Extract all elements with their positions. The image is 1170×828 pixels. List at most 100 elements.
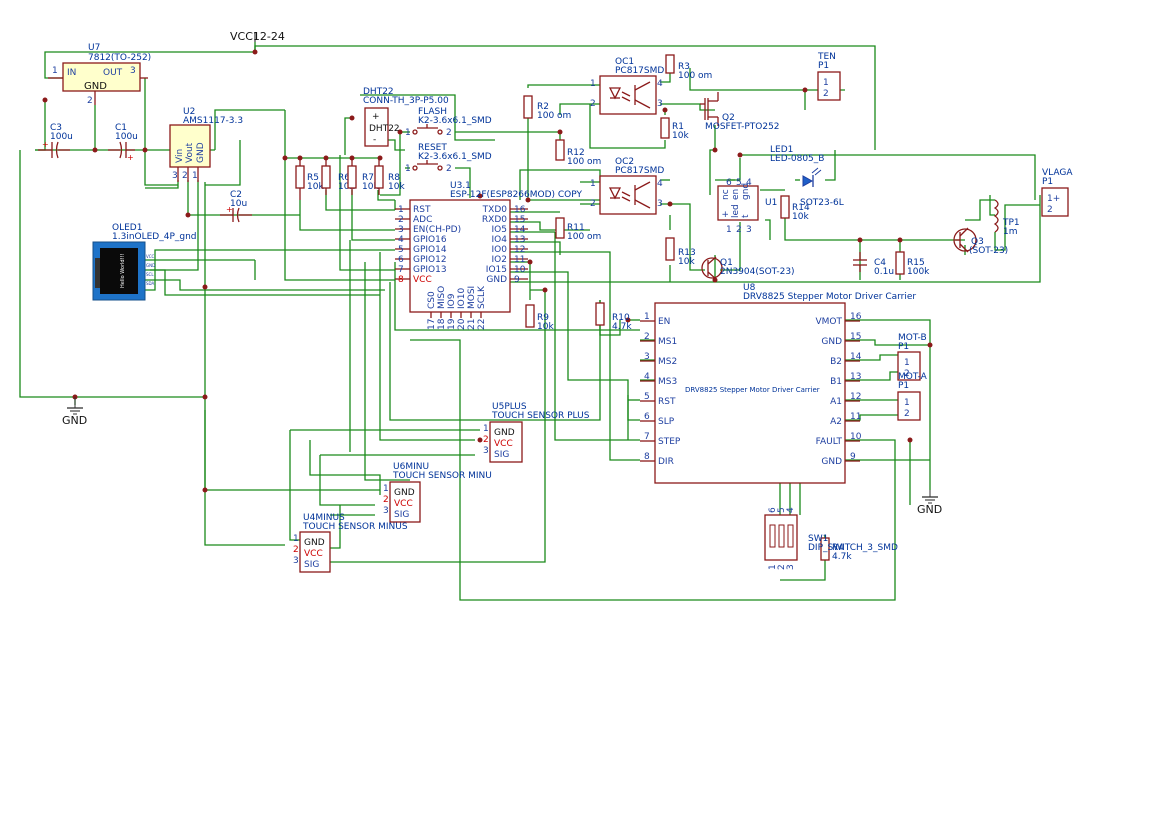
wires (19, 42, 1041, 601)
r15-ref: R15 (907, 258, 925, 268)
r10-value: 4.7k (612, 322, 632, 332)
esp-bottom-pin-num: 17 (427, 319, 437, 330)
u1-pin-num: 1 (726, 225, 732, 235)
r1-value: 10k (672, 131, 689, 141)
drv-left-pin-num: 8 (644, 452, 650, 462)
u4-num-1: 1 (293, 534, 299, 544)
mota-pin1: 1 (904, 398, 910, 408)
reset-pin2: 2 (446, 164, 452, 174)
r1-ref: R1 (672, 122, 684, 132)
tp1-value: 1m (1003, 227, 1018, 237)
esp-right-pin-label: TXD0 (482, 205, 508, 215)
led1: LED1 LED-0805_B (770, 145, 824, 187)
drv-left-pin-num: 7 (644, 432, 650, 442)
u2-pin2: 2 (182, 171, 188, 181)
u1-pin-num: 4 (746, 178, 752, 188)
u1-pin-label: en (731, 189, 741, 200)
r3-value: 100 om (678, 71, 712, 81)
sw1-top-6: 6 (768, 507, 778, 513)
u7-pin2: 2 (87, 96, 93, 106)
esp-bottom-pin-label: CS0 (427, 291, 437, 309)
q3-ref: Q3 (971, 237, 984, 247)
optocoupler-oc1: OC1 PC817SMD 1 2 4 3 (590, 57, 664, 115)
r13-ref: R13 (678, 248, 696, 258)
esp-bottom-pin-label: MOSI (467, 286, 477, 309)
ten-pin2: 2 (823, 89, 829, 99)
u1-pin-label: nc (721, 189, 731, 200)
u5-pin-sig: SIG (494, 450, 509, 460)
led1-value: LED-0805_B (770, 154, 824, 164)
vlaga-pin1: 1+ (1047, 194, 1060, 204)
junctions (42, 49, 933, 493)
esp-bottom-pin-label: SCLK (477, 285, 487, 309)
gnd-label-right: GND (917, 503, 942, 516)
esp-right-pin-num: 15 (514, 215, 525, 225)
r3-ref: R3 (678, 62, 690, 72)
power-labels: VCC12-24 GND GND (62, 30, 942, 516)
u8-value: DRV8825 Stepper Motor Driver Carrier (743, 292, 916, 302)
sw1-ref: SW1 (808, 534, 828, 544)
r9-value: 10k (537, 322, 554, 332)
u2-pin3: 3 (172, 171, 178, 181)
oled-pin-sda: SDA (146, 281, 155, 286)
esp-left-pin-num: 1 (398, 205, 404, 215)
drv-right-pin-num: 11 (850, 412, 861, 422)
connector-mot-a: MOT-A P1 1 2 (897, 372, 928, 421)
q3-value: (SOT-23) (969, 246, 1008, 256)
u5-value: TOUCH SENSOR PLUS (491, 411, 590, 421)
r8-value: 10k (388, 182, 405, 192)
c2-ref: C2 (230, 190, 242, 200)
mota-pin2: 2 (904, 409, 910, 419)
drv-right-pin-label: B2 (830, 357, 842, 367)
drv-left-pin-num: 2 (644, 332, 650, 342)
u6-pin-vcc: VCC (394, 499, 413, 509)
connector-vlaga: VLAGA P1 1+ 2 (1041, 168, 1073, 217)
esp-left-pin-num: 6 (398, 255, 404, 265)
dht-name: DHT22 (369, 124, 400, 134)
esp-left-pin-label: ADC (413, 215, 432, 225)
c4-ref: C4 (874, 258, 886, 268)
svg-text:+: + (226, 205, 233, 214)
drv-right-pin-num: 10 (850, 432, 862, 442)
reset-pin1: 1 (405, 164, 411, 174)
touch-sensor-u5: U5PLUS TOUCH SENSOR PLUS GND VCC SIG 1 2… (483, 402, 590, 463)
mota-value: P1 (898, 381, 909, 391)
optocoupler-oc2: OC2 PC817SMD 1 2 4 3 (590, 157, 664, 215)
connector-ten: TEN P1 1 2 (817, 52, 841, 101)
u7-value: 7812(TO-252) (88, 53, 151, 63)
r7-ref: R7 (362, 173, 374, 183)
u5-pin-vcc: VCC (494, 439, 513, 449)
sw1-top-4: 4 (786, 507, 796, 513)
r4-ref: R4 (832, 543, 844, 553)
resistor-r11: R11 100 om (555, 217, 601, 242)
vlaga-pin2: 2 (1047, 205, 1053, 215)
capacitor-c2: C2 10u + (220, 190, 252, 223)
sw1-bot-1: 1 (768, 564, 778, 570)
esp-bottom-pin-label: IO10 (457, 288, 467, 309)
drv-left-pin-num: 6 (644, 412, 650, 422)
r12-ref: R12 (567, 148, 585, 158)
drv-left-pin-label: DIR (658, 457, 674, 467)
ten-value: P1 (818, 61, 829, 71)
drv8825-driver: U8 DRV8825 Stepper Motor Driver Carrier … (640, 283, 916, 484)
r11-ref: R11 (567, 223, 585, 233)
u4-value: TOUCH SENSOR MINUS (302, 522, 408, 532)
regulator-u7: U7 7812(TO-252) 1 3 2 IN OUT GND (48, 43, 151, 106)
sw1-bot-2: 2 (777, 564, 787, 570)
reset-value: K2-3.6x6.1_SMD (418, 152, 492, 162)
resistor-r2: R2 100 om (523, 95, 571, 121)
u6-pin-gnd: GND (394, 488, 415, 498)
drv-left-pin-num: 4 (644, 372, 650, 382)
esp-right-pin-num: 13 (514, 235, 525, 245)
resistor-r15: R15 100k (895, 251, 930, 277)
u4-pin-gnd: GND (304, 538, 325, 548)
q1-value: 2N3904(SOT-23) (720, 267, 795, 277)
esp-right-pins: 16TXD015RXD014IO513IO412IO011IO210IO159G… (482, 205, 528, 285)
drv-left-pin-label: SLP (658, 417, 675, 427)
svg-text:+: + (127, 153, 134, 162)
r2-value: 100 om (537, 111, 571, 121)
motb-pin1: 1 (904, 358, 910, 368)
